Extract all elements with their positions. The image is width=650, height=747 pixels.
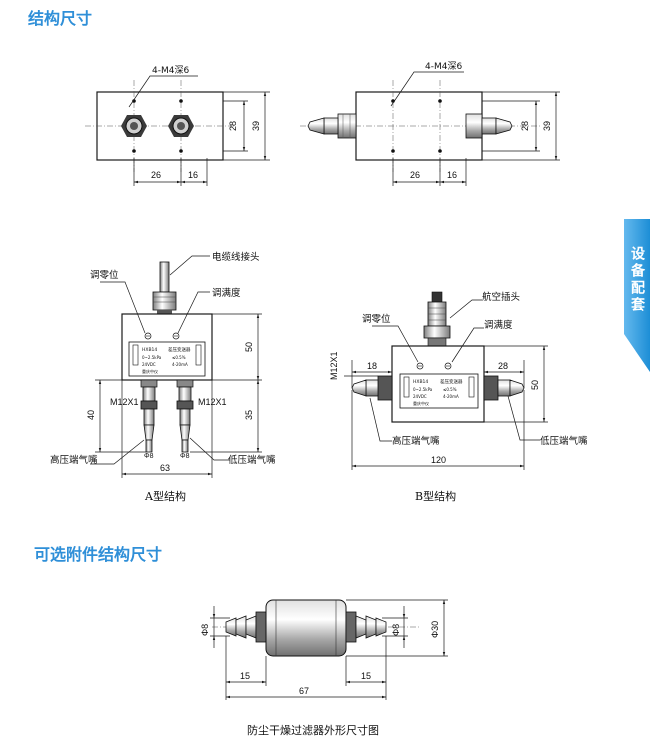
filter-dim-right: 15 <box>361 671 371 681</box>
top-left-dim-28: 28 <box>228 121 238 131</box>
type-a-dim-40: 40 <box>86 410 96 420</box>
low-port-fitting-b <box>483 375 525 401</box>
type-a-dim-63: 63 <box>160 463 170 473</box>
type-a-dia-right: Φ8 <box>180 453 190 460</box>
nameplate-a-supply: 24VDC <box>142 362 156 367</box>
filter-dia-body: Φ30 <box>430 621 440 638</box>
nameplate-b-output: 4-20mA <box>443 394 459 399</box>
nameplate-a-range: 0~2.5kPa <box>142 355 162 360</box>
nameplate-b-kind: 差压变送器 <box>440 378 463 385</box>
nameplate-a-model: HXB14 <box>142 347 157 353</box>
type-b-plug-label: 航空插头 <box>482 291 520 303</box>
type-a-span-label: 调满度 <box>212 287 241 299</box>
port-fitting-left <box>121 115 147 137</box>
nameplate-b-supply: 24VDC <box>413 394 427 399</box>
nameplate-b-range: 0~2.5kPa <box>413 387 433 392</box>
type-a-thread-left: M12X1 <box>110 397 139 407</box>
type-a-dim-50: 50 <box>244 342 254 352</box>
nameplate-a-output: 4-20mA <box>172 362 188 367</box>
filter-body <box>265 599 347 657</box>
high-port-fitting-a <box>140 379 158 453</box>
filter-drawing: Φ8 Φ8 Φ30 15 15 67 防尘干燥过滤器外形尺寸图 <box>200 599 448 737</box>
type-b-drawing: HXB14 差压变送器 0~2.5kPa ≤0.5% 24VDC 4-20mA … <box>329 291 588 503</box>
top-left-dim-26: 26 <box>151 170 161 180</box>
type-b-low-port-label: 低压端气嘴 <box>540 435 588 447</box>
type-a-drawing: HXB14 差压变送器 0~2.5kPa ≤0.5% 24VDC 4-20mA … <box>50 251 276 503</box>
type-a-high-port-label: 高压端气嘴 <box>50 454 98 466</box>
type-b-dim-28: 28 <box>498 361 508 371</box>
nameplate-b-model: HXB14 <box>413 379 428 385</box>
type-a-low-port-label: 低压端气嘴 <box>228 454 276 466</box>
top-left-view: 4-M4深6 26 16 28 39 <box>85 65 270 186</box>
type-b-span-label: 调满度 <box>484 319 513 331</box>
aviation-plug <box>423 291 451 347</box>
filter-barb-left <box>225 611 267 643</box>
side-tab-label: 设备配套 <box>629 246 646 314</box>
filter-dia-right: Φ8 <box>391 624 401 636</box>
nameplate-a: HXB14 差压变送器 0~2.5kPa ≤0.5% 24VDC 4-20mA … <box>132 344 202 374</box>
top-left-dim-39: 39 <box>251 121 261 131</box>
side-fitting-right <box>465 113 513 139</box>
type-b-dim-50: 50 <box>530 380 540 390</box>
port-fitting-right <box>168 115 194 137</box>
type-b-caption: B型结构 <box>415 489 456 503</box>
type-b-thread: M12X1 <box>329 351 339 380</box>
filter-caption: 防尘干燥过滤器外形尺寸图 <box>247 723 379 737</box>
cable-joint <box>152 261 177 314</box>
top-left-callout: 4-M4深6 <box>152 65 189 76</box>
section-title-structure: 结构尺寸 <box>27 9 92 28</box>
top-right-dim-26: 26 <box>410 170 420 180</box>
nameplate-b: HXB14 差压变送器 0~2.5kPa ≤0.5% 24VDC 4-20mA … <box>403 376 475 406</box>
top-right-dim-16: 16 <box>447 170 457 180</box>
type-b-zero-label: 调零位 <box>362 313 391 325</box>
top-right-callout: 4-M4深6 <box>425 61 462 72</box>
type-a-caption: A型结构 <box>144 489 186 503</box>
type-a-cable-label: 电缆线接头 <box>212 251 260 263</box>
top-right-dim-39: 39 <box>542 121 552 131</box>
type-b-high-port-label: 高压端气嘴 <box>392 435 440 447</box>
filter-dim-total: 67 <box>299 686 309 696</box>
section-title-accessories: 可选附件结构尺寸 <box>34 545 162 564</box>
type-a-dim-35: 35 <box>244 410 254 420</box>
side-tab: 设备配套 <box>624 219 650 372</box>
type-b-dim-18: 18 <box>367 361 377 371</box>
nameplate-b-maker: 重庆中仪 <box>413 400 429 406</box>
filter-dim-left: 15 <box>240 671 250 681</box>
nameplate-a-kind: 差压变送器 <box>168 346 191 353</box>
low-port-fitting-a <box>176 379 194 453</box>
type-b-dim-120: 120 <box>431 455 446 465</box>
nameplate-b-accuracy: ≤0.5% <box>443 387 457 392</box>
top-left-dim-16: 16 <box>188 170 198 180</box>
top-right-view: 4-M4深6 26 16 28 39 <box>300 61 560 186</box>
top-right-dim-28: 28 <box>520 121 530 131</box>
filter-barb-right <box>345 611 387 643</box>
filter-dia-left: Φ8 <box>200 624 210 636</box>
type-a-dia-left: Φ8 <box>144 453 154 460</box>
high-port-fitting-b <box>351 375 393 401</box>
nameplate-a-maker: 重庆中仪 <box>142 368 158 374</box>
type-a-zero-label: 调零位 <box>90 269 119 281</box>
side-fitting-left <box>307 113 357 139</box>
nameplate-a-accuracy: ≤0.5% <box>172 355 186 360</box>
